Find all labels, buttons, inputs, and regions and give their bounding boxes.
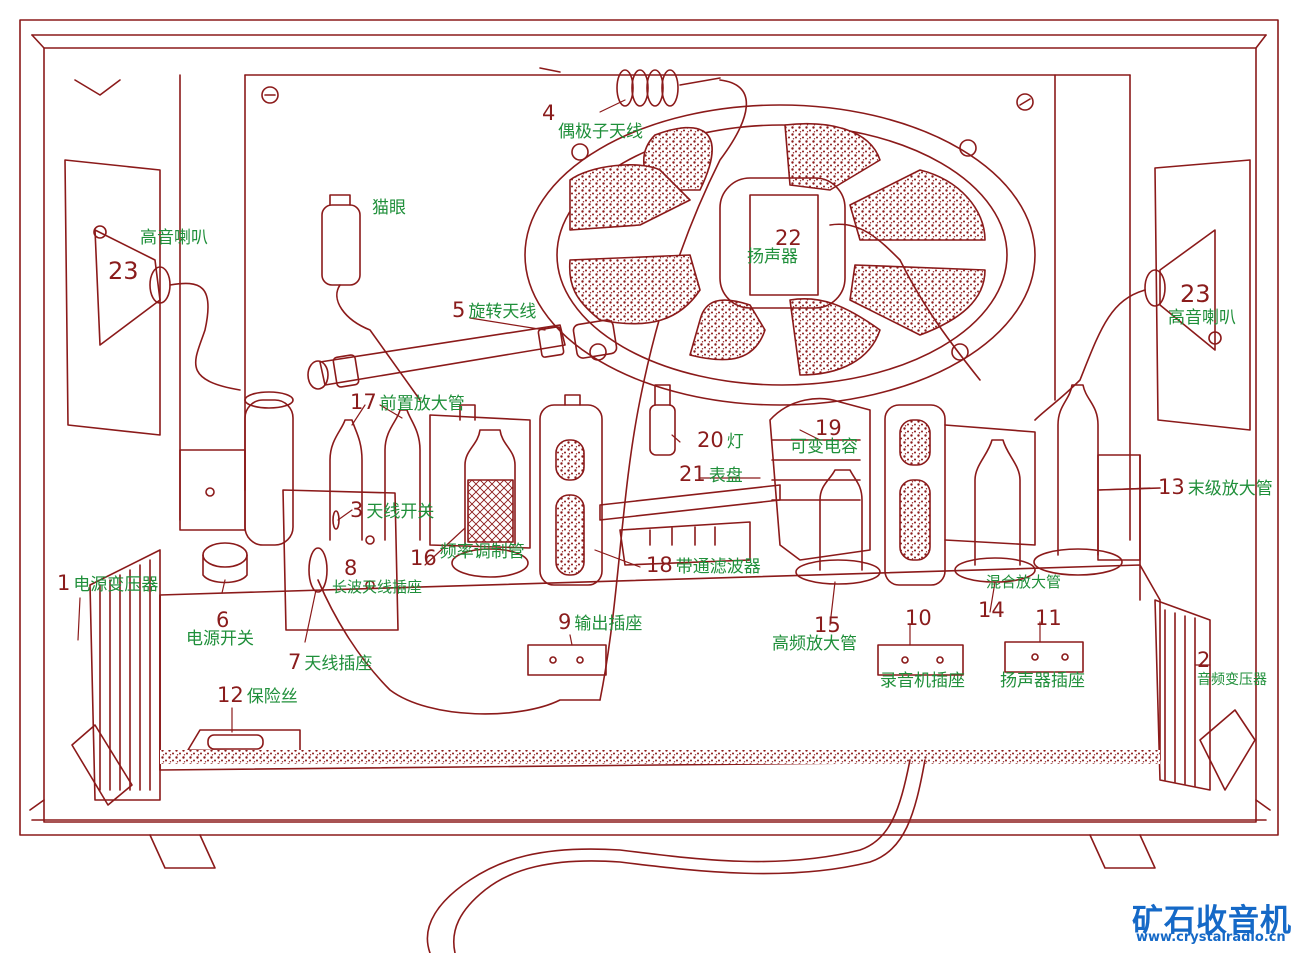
label-magic-eye: 猫眼 bbox=[372, 198, 406, 218]
magic-eye bbox=[321, 194, 421, 401]
output-tube bbox=[1033, 384, 1161, 576]
right-tweeter-board bbox=[1034, 159, 1251, 431]
bandpass-filter-can bbox=[539, 394, 603, 586]
socket-plates bbox=[527, 641, 1084, 676]
watermark-title: 矿石收音机 bbox=[1132, 903, 1292, 939]
left-tweeter-board bbox=[64, 159, 241, 436]
rotating-antenna bbox=[307, 319, 618, 390]
if-transformer-can bbox=[884, 404, 1036, 586]
dial-lamp bbox=[649, 384, 676, 456]
power-switch bbox=[202, 542, 248, 584]
power-transformer bbox=[71, 549, 161, 806]
deck-edge bbox=[160, 750, 1160, 764]
mixer-tube bbox=[954, 439, 1036, 583]
filter-capacitor bbox=[244, 391, 294, 546]
dial-bar bbox=[599, 484, 781, 566]
fm-tube-assembly bbox=[429, 404, 531, 578]
cabinet-frame bbox=[19, 19, 1279, 869]
watermark-url: www.crystalradio.cn bbox=[1136, 930, 1286, 945]
variable-capacitor bbox=[769, 397, 871, 561]
rf-amplifier-tube bbox=[795, 469, 881, 585]
preamp-tubes bbox=[329, 409, 421, 541]
main-speaker bbox=[524, 104, 1036, 406]
power-cord bbox=[426, 759, 926, 953]
leader-lines bbox=[77, 99, 1211, 733]
audio-transformer bbox=[1154, 599, 1256, 791]
fuse-holder bbox=[187, 729, 301, 753]
